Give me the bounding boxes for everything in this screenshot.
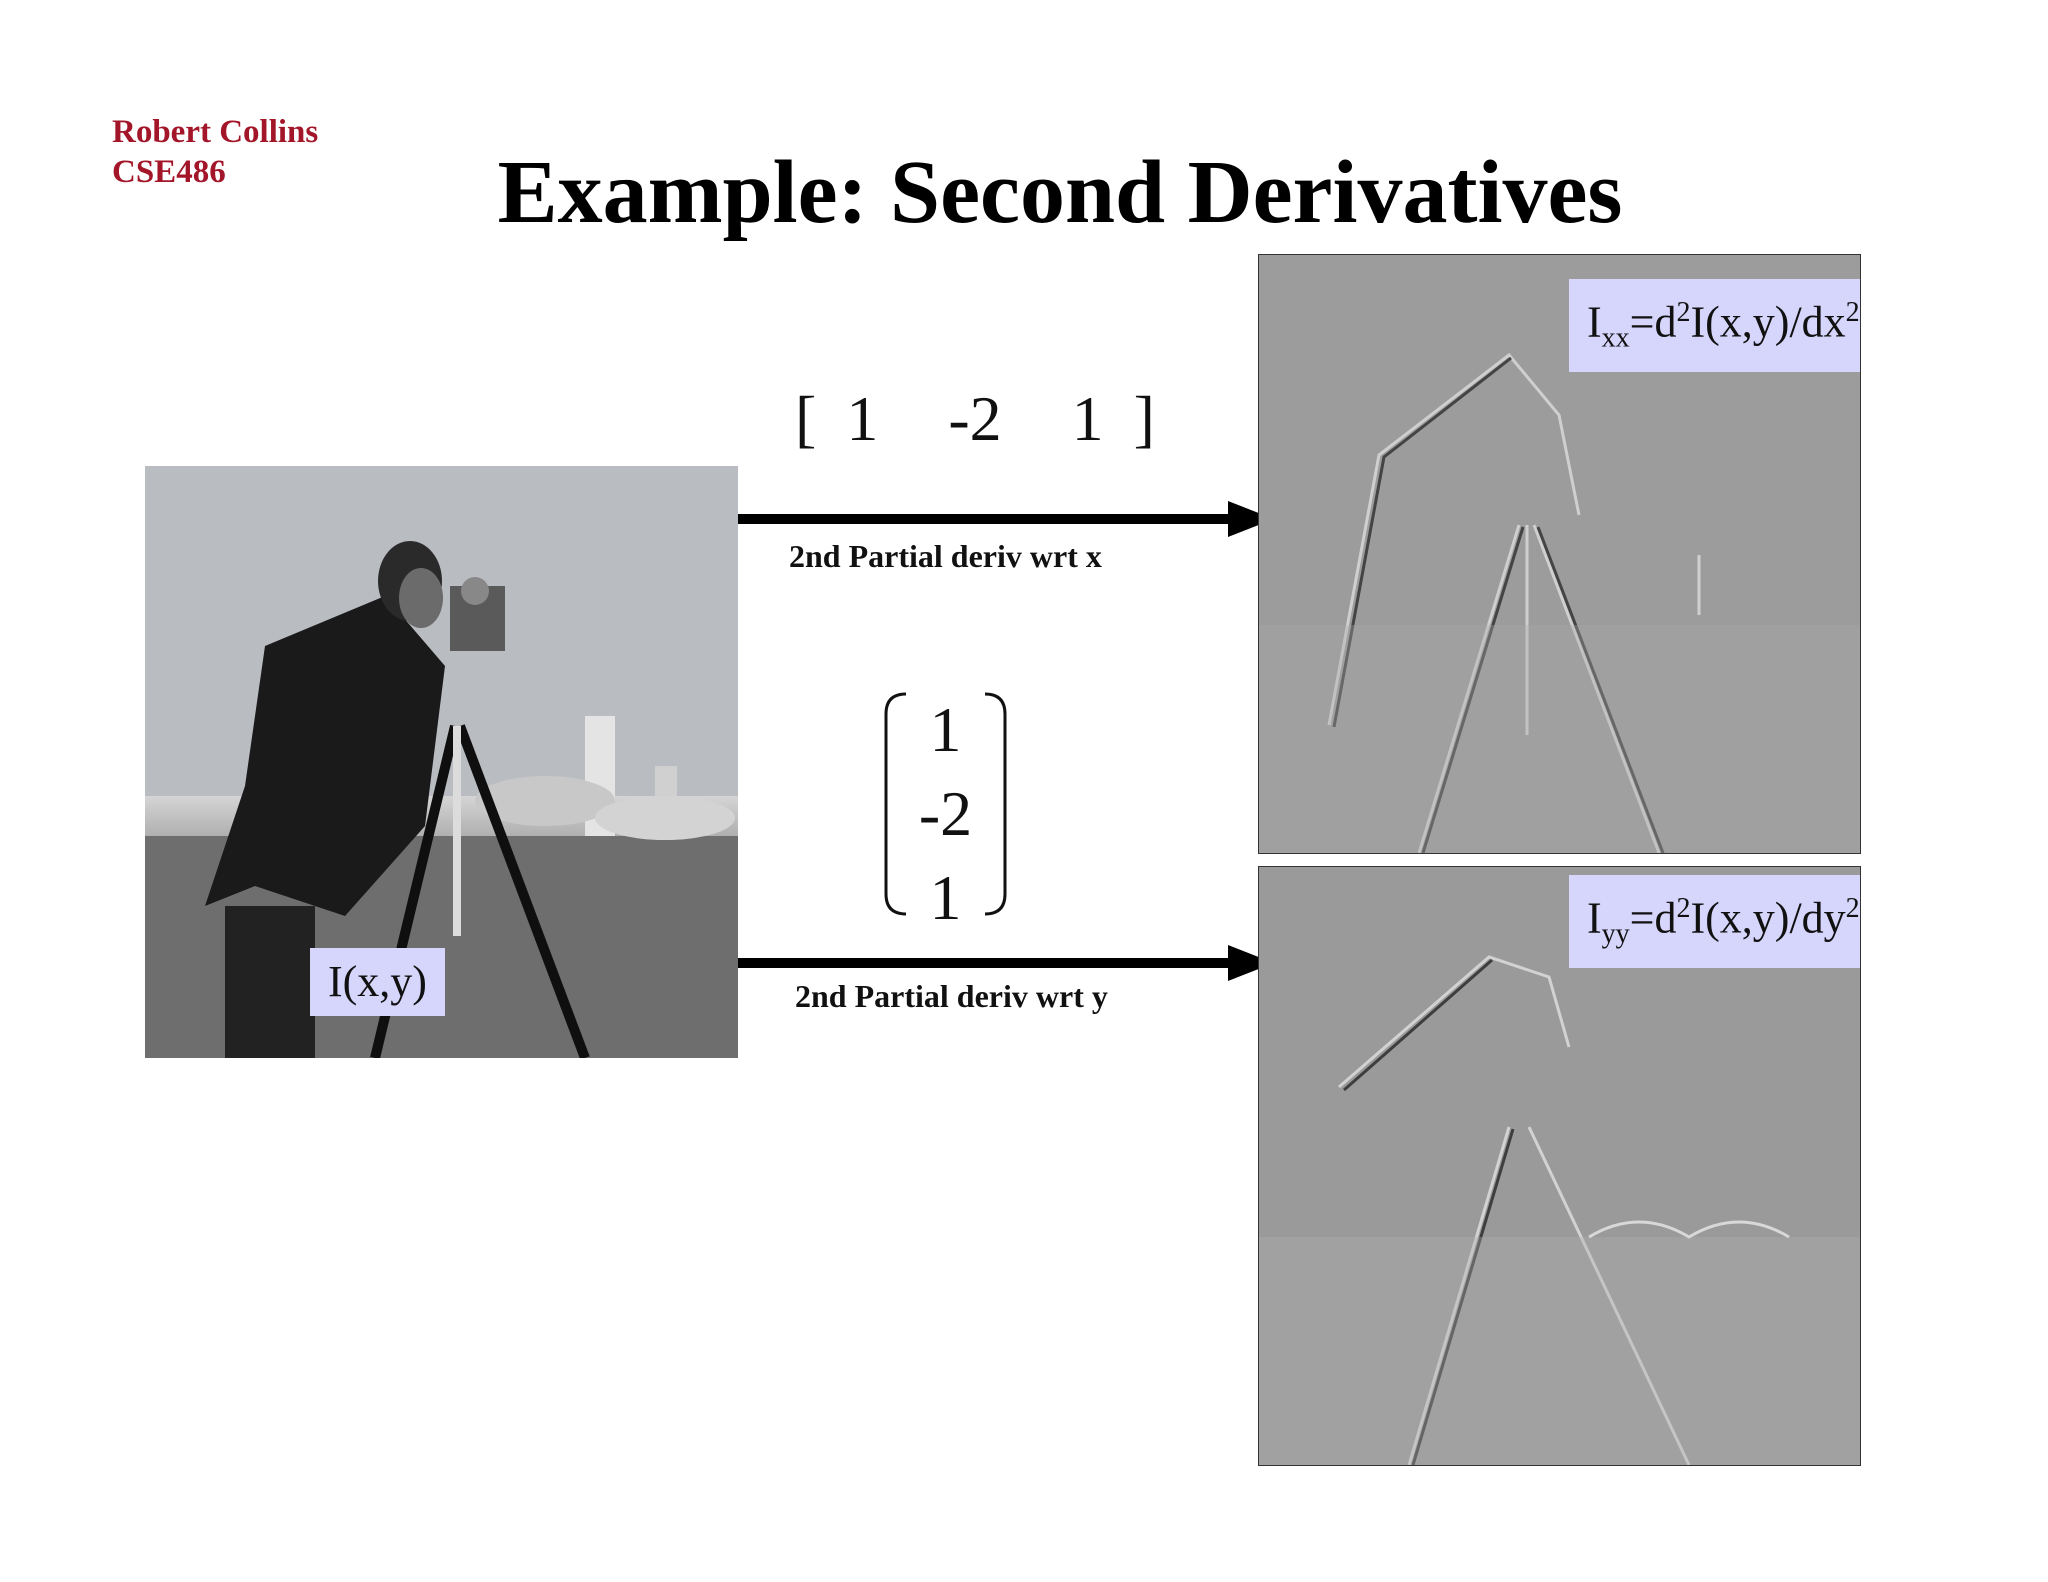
row-kernel-value-1: 1 xyxy=(846,383,879,454)
ixx-symbol: I xyxy=(1587,297,1602,347)
iyy-subscript: yy xyxy=(1601,918,1630,950)
ixx-subscript: xx xyxy=(1601,322,1630,354)
iyy-label: Iyy=d2I(x,y)/dy2 xyxy=(1569,875,1860,969)
caption-partial-x: 2nd Partial deriv wrt x xyxy=(789,538,1102,574)
arrow-y-shaft xyxy=(738,958,1276,968)
second-derivative-y-image: Iyy=d2I(x,y)/dy2 xyxy=(1258,866,1861,1466)
iyy-edge-illustration xyxy=(1259,955,1860,1465)
iyy-rest: I(x,y)/dy xyxy=(1690,893,1846,943)
ixx-rest: I(x,y)/dx xyxy=(1690,297,1846,347)
arrow-x-shaft xyxy=(738,514,1276,524)
ixx-superscript-1: 2 xyxy=(1676,297,1691,328)
row-kernel: [ 1 -2 1 ] xyxy=(795,382,1155,456)
ixx-label: Ixx=d2I(x,y)/dx2 xyxy=(1569,279,1860,373)
source-image-label: I(x,y) xyxy=(310,948,445,1016)
row-kernel-value-3: 1 xyxy=(1071,383,1104,454)
row-kernel-close-bracket: ] xyxy=(1133,383,1155,454)
second-derivative-x-image: Ixx=d2I(x,y)/dx2 xyxy=(1258,254,1861,854)
iyy-eq: =d xyxy=(1629,893,1677,943)
ixx-superscript-2: 2 xyxy=(1845,297,1860,328)
course-code: CSE486 xyxy=(112,154,226,190)
iyy-superscript-2: 2 xyxy=(1845,893,1860,924)
iyy-superscript-1: 2 xyxy=(1676,893,1691,924)
iyy-symbol: I xyxy=(1587,893,1602,943)
column-kernel-value-3: 1 xyxy=(929,862,962,933)
slide-title: Example: Second Derivatives xyxy=(497,143,1623,242)
source-image-cameraman: I(x,y) xyxy=(145,466,738,1058)
column-kernel-brackets xyxy=(884,692,1007,916)
row-kernel-open-bracket: [ xyxy=(795,383,817,454)
cameraman-illustration xyxy=(145,466,738,1058)
column-kernel-value-1: 1 xyxy=(929,694,962,765)
author-block: Robert Collins CSE486 xyxy=(112,112,318,192)
author-name: Robert Collins xyxy=(112,114,319,150)
ixx-eq: =d xyxy=(1629,297,1677,347)
column-kernel-value-2: -2 xyxy=(918,778,973,849)
column-kernel: 1 -2 1 xyxy=(878,688,1013,933)
caption-partial-y: 2nd Partial deriv wrt y xyxy=(795,978,1108,1014)
row-kernel-value-2: -2 xyxy=(948,383,1002,454)
ixx-edge-illustration xyxy=(1259,352,1860,853)
